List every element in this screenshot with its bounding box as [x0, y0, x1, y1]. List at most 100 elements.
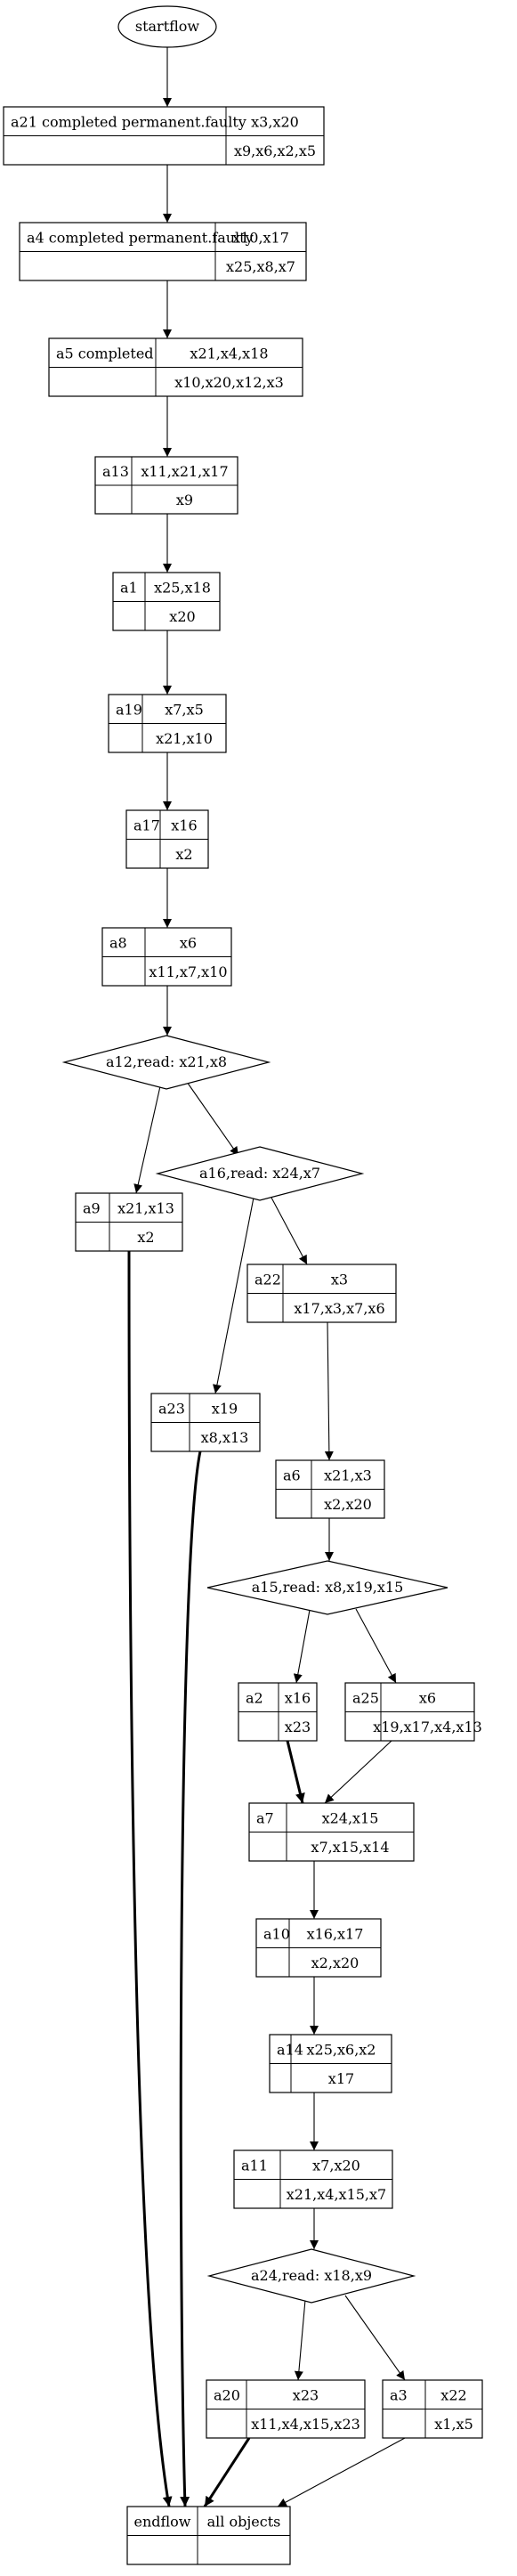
activity-write-vars: x17,x3,x7,x6	[294, 1300, 384, 1317]
edge-a9-end	[127, 1250, 173, 2507]
activity-name: a14	[277, 2041, 303, 2058]
activity-read-vars: x22	[440, 2386, 466, 2403]
activity-name: a17	[133, 817, 160, 833]
activity-read-vars: x16	[285, 1689, 311, 1706]
nodes-layer: startflow a21 completed permanent.faulty x…	[3, 5, 483, 2565]
activity-name: a8	[109, 934, 127, 951]
edge-a25-a7	[324, 1740, 392, 1804]
decision-label: a16,read: x24,x7	[199, 1165, 320, 1182]
edge-a15-a25	[355, 1608, 397, 1684]
activity-write-vars: x11,x7,x10	[149, 963, 227, 980]
activity-write-vars: x20	[169, 608, 195, 625]
edge-a20-end	[203, 2437, 251, 2507]
activity-name: a20	[214, 2386, 240, 2403]
activity-a13: a13 x11,x21,x17 x9	[94, 456, 238, 515]
activity-a11: a11 x7,x20 x21,x4,x15,x7	[233, 2149, 393, 2209]
activity-read-vars: x16	[171, 817, 197, 833]
activity-a17: a17 x16 x2	[125, 809, 209, 869]
activity-read-vars: x23	[293, 2386, 319, 2403]
end-label: endflow	[133, 2513, 190, 2530]
activity-write-vars: x17	[328, 2070, 354, 2087]
activity-read-vars: x11,x21,x17	[141, 463, 228, 480]
end-node: endflow all objects	[126, 2506, 291, 2565]
activity-name: a6	[283, 1467, 301, 1483]
activity-a7: a7 x24,x15 x7,x15,x14	[248, 1802, 415, 1862]
edge-a23-end	[179, 1451, 202, 2507]
edge-a12-a9	[133, 1085, 161, 1194]
end-objects-label: all objects	[207, 2513, 281, 2530]
activity-read-vars: x25,x6,x2	[307, 2041, 376, 2058]
start-ellipse	[117, 5, 217, 48]
activity-name: a9	[83, 1199, 101, 1216]
activity-read-vars: x21,x4,x18	[190, 345, 268, 362]
activity-a1: a1 x25,x18 x20	[112, 572, 221, 631]
activity-read-vars: x16,x17	[307, 1925, 364, 1942]
activity-name: a5 completed	[56, 345, 154, 362]
decision-diamond	[206, 2248, 416, 2304]
activity-write-vars: x21,x4,x15,x7	[287, 2186, 386, 2203]
activity-read-vars: x24,x15	[322, 1809, 379, 1826]
activity-read-vars: x10,x17	[232, 229, 289, 246]
activity-name: a3	[390, 2386, 408, 2403]
activity-write-vars: x2,x20	[324, 1496, 372, 1513]
activity-read-vars: x21,x13	[117, 1199, 174, 1216]
activity-name: a7	[256, 1809, 274, 1826]
activity-write-vars: x7,x15,x14	[311, 1839, 389, 1856]
activity-a8: a8 x6 x11,x7,x10	[101, 927, 232, 987]
edge-a15-a2	[293, 1609, 311, 1684]
edge-a12-a16	[186, 1081, 239, 1157]
activity-read-vars: x21,x3	[324, 1467, 372, 1483]
activity-name: a22	[254, 1271, 281, 1288]
activity-name: a2	[246, 1689, 263, 1706]
activity-name: a21 completed permanent.faulty	[11, 113, 246, 130]
activity-name: a10	[263, 1925, 290, 1942]
decision-a12: a12,read: x21,x8	[61, 1035, 271, 1090]
decision-label: a24,read: x18,x9	[251, 2267, 372, 2284]
start-label: startflow	[135, 18, 200, 35]
activity-write-vars: x8,x13	[201, 1429, 249, 1446]
edges-layer	[127, 47, 406, 2507]
activity-read-vars: x25,x18	[154, 579, 211, 596]
decision-diamond	[61, 1035, 271, 1090]
edge-a2-a7	[286, 1740, 305, 1804]
activity-write-vars: x11,x4,x15,x23	[251, 2416, 360, 2433]
activity-write-vars: x2	[137, 1229, 154, 1246]
activity-name: a19	[116, 701, 142, 718]
activity-name: a13	[102, 463, 129, 480]
activity-write-vars: x25,x8,x7	[226, 258, 295, 275]
edge-a24-a3	[344, 2295, 406, 2381]
decision-a15: a15,read: x8,x19,x15	[206, 1560, 448, 1615]
decision-label: a15,read: x8,x19,x15	[252, 1579, 404, 1596]
activity-read-vars: x6	[180, 934, 197, 951]
decision-label: a12,read: x21,x8	[106, 1053, 227, 1070]
decision-a24: a24,read: x18,x9	[206, 2248, 416, 2304]
activity-write-vars: x9	[176, 492, 193, 508]
activity-write-vars: x2	[175, 846, 192, 863]
activity-name: a25	[352, 1689, 379, 1706]
activity-read-vars: x3,x20	[251, 113, 299, 130]
activity-read-vars: x7,x20	[312, 2157, 360, 2174]
activity-name: a11	[241, 2157, 268, 2174]
activity-write-vars: x19,x17,x4,x13	[373, 1719, 482, 1735]
activity-name: a1	[120, 579, 138, 596]
edge-a16-a22	[271, 1197, 308, 1265]
edge-a3-end	[277, 2437, 406, 2507]
edge-a16-a23	[213, 1197, 254, 1394]
decision-a16: a16,read: x24,x7	[155, 1146, 365, 1201]
decision-diamond	[206, 1560, 448, 1615]
activity-a6: a6 x21,x3 x2,x20	[275, 1459, 385, 1519]
activity-write-vars: x10,x20,x12,x3	[174, 374, 284, 391]
edge-a22-a6	[324, 1321, 334, 1461]
activity-a4: a4 completed permanent.faultyx10,x17x25,…	[19, 222, 307, 281]
